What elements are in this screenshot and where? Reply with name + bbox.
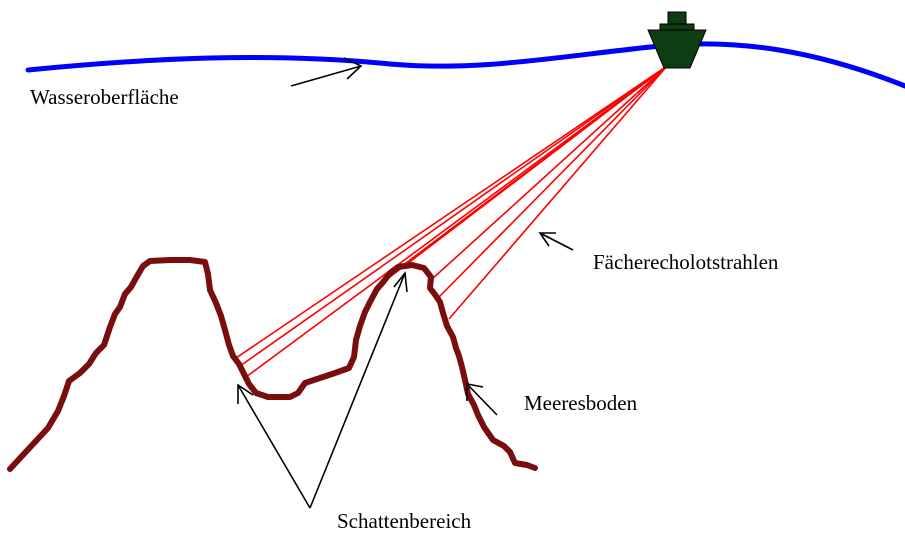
sonar-beams-label: Fächerecholotstrahlen — [593, 250, 779, 274]
sonar-beams-arrow — [538, 232, 574, 251]
shadow-area-arrow-right — [309, 270, 408, 509]
seabed-profile — [7, 257, 538, 472]
seabed-arrow — [466, 383, 498, 416]
ship-icon — [647, 11, 707, 69]
annotation-arrows — [237, 57, 574, 509]
sonar-beam — [448, 65, 668, 320]
sonar-beam — [245, 65, 668, 378]
shadow-area-label: Schattenbereich — [337, 509, 472, 533]
sonar-beam — [437, 65, 668, 299]
sonar-beam — [397, 65, 668, 270]
water-surface-label: Wasseroberfläche — [30, 85, 179, 109]
sonar-beam — [430, 65, 668, 281]
water-surface-line — [25, 41, 905, 89]
sonar-beam — [239, 65, 668, 367]
sonar-beam-fan — [235, 65, 668, 378]
seabed-label: Meeresboden — [524, 391, 638, 415]
sonar-beam — [235, 65, 668, 359]
shadow-area-arrow-left — [237, 383, 311, 509]
water-surface-arrow — [290, 57, 363, 87]
